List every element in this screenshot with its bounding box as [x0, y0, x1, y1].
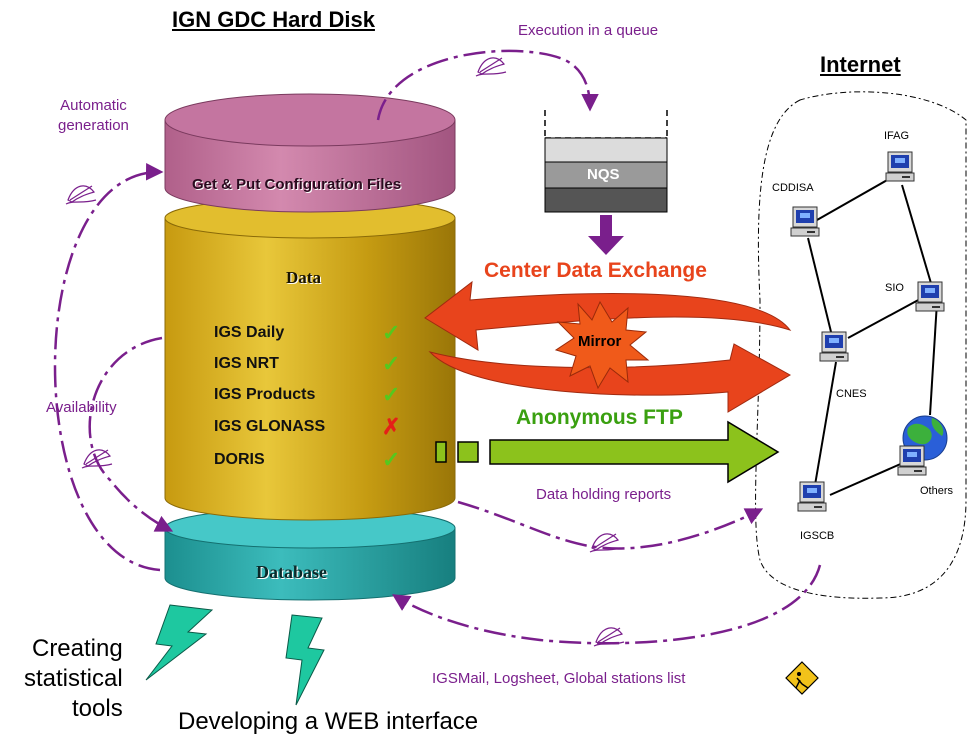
node-label-cddisa: CDDISA — [772, 182, 814, 194]
data-label: Data — [286, 268, 321, 287]
config-files-label: Get & Put Configuration Files — [192, 176, 402, 193]
queue-down-arrow — [588, 215, 624, 255]
dataset-ok-check-icon: ✓ — [382, 382, 401, 407]
node-label-ifag: IFAG — [884, 130, 910, 142]
dataset-name: IGS GLONASS — [214, 418, 326, 435]
sio-computer-icon — [915, 281, 945, 312]
internet-title: Internet — [820, 52, 901, 77]
center-data-exchange-label: Center Data Exchange — [484, 259, 707, 282]
database-layer — [164, 507, 456, 601]
dataset-ok-check-icon: ✓ — [382, 320, 401, 345]
dataset-ok-check-icon: ✓ — [382, 351, 401, 376]
dataset-fail-cross-icon: ✗ — [382, 414, 401, 439]
igsmail-label: IGSMail, Logsheet, Global stations list — [432, 670, 686, 687]
igscb-computer-icon — [797, 481, 827, 512]
data-layer — [164, 197, 456, 521]
cnes-computer-icon — [819, 331, 849, 362]
ifag-computer-icon — [885, 151, 915, 182]
pen-icon — [475, 57, 507, 77]
mirror-label: Mirror — [578, 333, 622, 350]
config-layer — [164, 93, 456, 213]
nqs-label: NQS — [587, 166, 620, 183]
pen-icon — [589, 533, 621, 553]
exchange-arrow-right — [428, 343, 792, 413]
dataset-name: IGS NRT — [214, 355, 279, 372]
lightning-bolt — [285, 614, 325, 706]
flow-lines — [53, 49, 822, 645]
warning-sign-icon — [785, 661, 819, 695]
data-holding-reports-label: Data holding reports — [536, 486, 672, 503]
disk-title: IGN GDC Hard Disk — [172, 7, 375, 32]
database-label: Database — [256, 562, 327, 582]
dataset-name: DORIS — [214, 451, 265, 468]
node-label-sio: SIO — [885, 282, 904, 294]
node-label-cnes: CNES — [836, 388, 867, 400]
execution-queue-label: Execution in a queue — [518, 22, 659, 39]
dataset-ok-check-icon: ✓ — [382, 447, 401, 472]
web-interface-label: Developing a WEB interface — [178, 708, 479, 735]
availability-label: Availability — [46, 399, 117, 416]
node-label-others: Others — [920, 485, 954, 497]
pen-icon — [65, 185, 97, 205]
cddisa-computer-icon — [790, 206, 820, 237]
dataset-name: IGS Daily — [214, 324, 285, 341]
node-label-igscb: IGSCB — [800, 530, 835, 542]
mirror-burst — [554, 300, 650, 390]
automatic-generation-label: Automatic generation — [58, 97, 129, 134]
anonymous-ftp-label: Anonymous FTP — [516, 406, 683, 429]
network-links — [807, 174, 938, 496]
others-computer-icon — [897, 445, 927, 476]
dataset-name: IGS Products — [214, 386, 316, 403]
nqs-queue — [544, 110, 668, 213]
anonymous-ftp-arrow — [435, 420, 780, 484]
statistical-tools-label: Creating statistical tools — [24, 635, 123, 722]
lightning-bolt — [145, 604, 214, 681]
internet-boundary — [755, 91, 967, 599]
